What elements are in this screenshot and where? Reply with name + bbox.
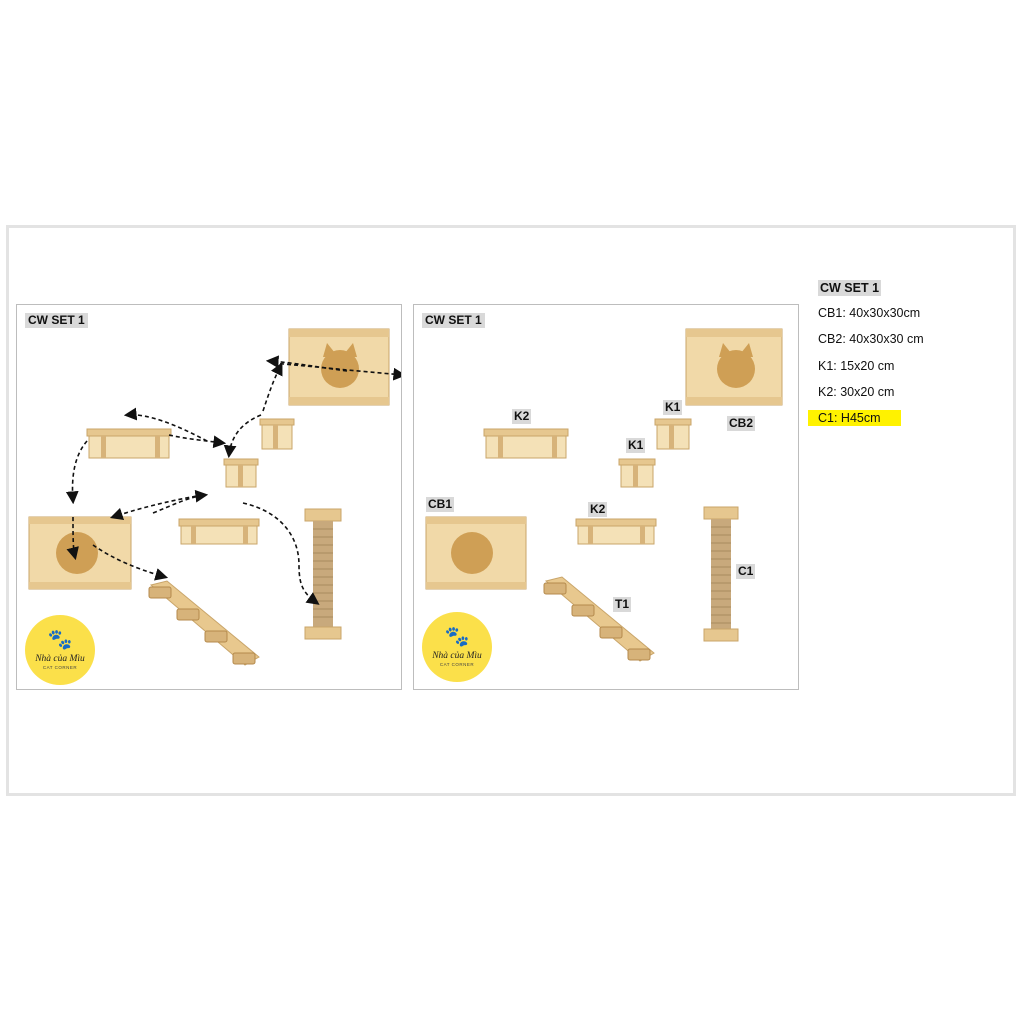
- spec-k1: K1: 15x20 cm: [818, 359, 895, 373]
- shelf-k2-upper: [86, 428, 172, 459]
- logo-brand: Nhà của Mìu: [35, 654, 85, 664]
- panel-title: CW SET 1: [422, 313, 485, 328]
- shelf-k1-lower: [223, 458, 259, 488]
- specs-title: CW SET 1: [818, 280, 882, 296]
- part-label-cb1: CB1: [426, 497, 455, 512]
- connection-arrows: [65, 355, 401, 605]
- cat-box-cb2: [288, 328, 390, 406]
- spec-c1-highlighted: C1: H45cm: [808, 410, 901, 426]
- shelf-k1-lower: [618, 458, 656, 488]
- logo-brand: Nhà của Mìu: [432, 651, 482, 661]
- diagram-panel-parts: CW SET 1 K2 K1 CB2 K1 CB1 K2 C1 T1 🐾 Nhà…: [413, 304, 799, 690]
- shelf-k1-upper: [654, 418, 692, 450]
- spec-k2: K2: 30x20 cm: [818, 385, 895, 399]
- panel-title: CW SET 1: [25, 313, 88, 328]
- part-label-t1: T1: [613, 597, 632, 612]
- brand-logo: 🐾 Nhà của Mìu CAT CORNER: [422, 612, 492, 682]
- stairs-t1: [148, 580, 260, 666]
- cat-box-cb1: [425, 516, 527, 590]
- part-label-k1-upper: K1: [663, 400, 683, 415]
- scratching-post-c1: [304, 508, 342, 640]
- logo-tagline: CAT CORNER: [439, 662, 475, 667]
- parts-illustration: [425, 328, 783, 662]
- part-label-k1-lower: K1: [626, 438, 646, 453]
- paw-icon: 🐾: [444, 626, 470, 648]
- shelf-k1-upper: [259, 418, 295, 450]
- logo-tagline: CAT CORNER: [42, 665, 78, 670]
- part-label-k2-upper: K2: [512, 409, 532, 424]
- spec-cb1: CB1: 40x30x30cm: [818, 306, 921, 320]
- cat-box-cb1: [28, 516, 132, 590]
- part-label-k2-middle: K2: [588, 502, 608, 517]
- diagram-panel-connections: CW SET 1 🐾 Nhà của Mìu CAT CORNER: [16, 304, 402, 690]
- cat-box-cb2: [685, 328, 783, 406]
- spec-cb2: CB2: 40x30x30 cm: [818, 332, 924, 346]
- connections-illustration: [28, 328, 401, 666]
- part-label-cb2: CB2: [727, 416, 756, 431]
- shelf-k2-middle: [178, 518, 260, 545]
- part-label-c1: C1: [736, 564, 756, 579]
- scratching-post-c1: [703, 506, 739, 642]
- shelf-k2-upper: [483, 428, 569, 459]
- paw-icon: 🐾: [47, 629, 73, 651]
- stairs-t1: [543, 576, 655, 662]
- shelf-k2-middle: [575, 518, 657, 545]
- brand-logo: 🐾 Nhà của Mìu CAT CORNER: [25, 615, 95, 685]
